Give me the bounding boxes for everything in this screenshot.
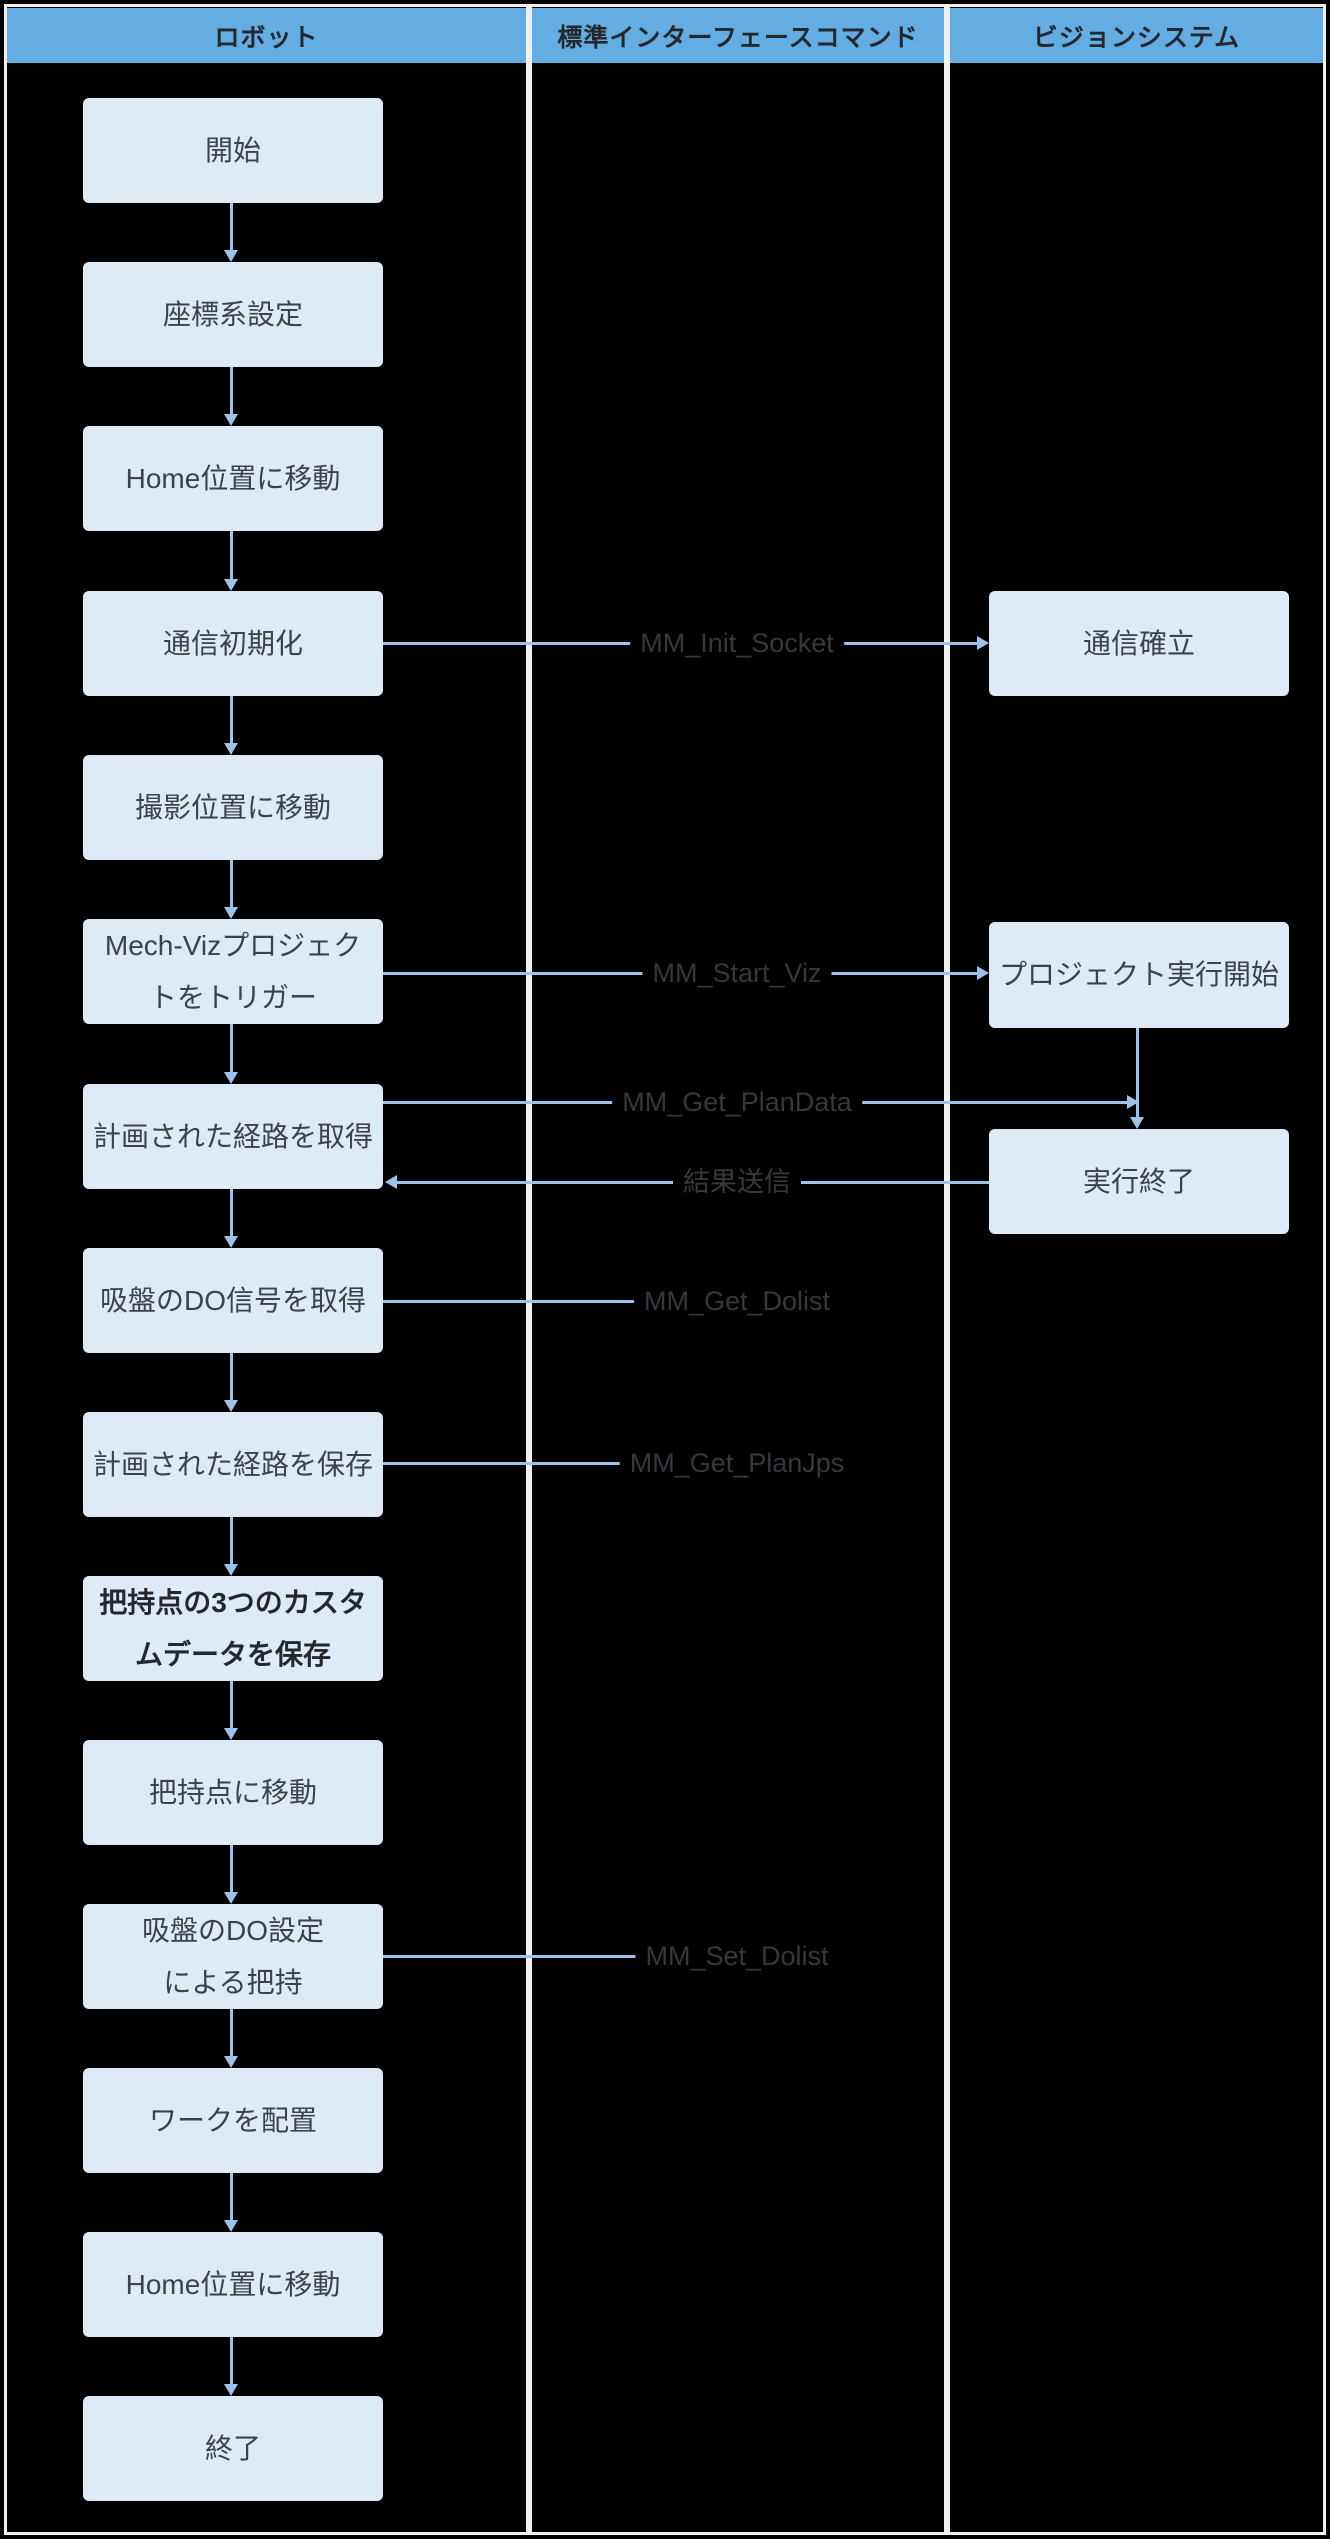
node-get-do-signal: 吸盤のDO信号を取得 [83, 1248, 383, 1353]
command-label-start-viz: MM_Start_Viz [642, 956, 832, 990]
arrow-down-icon [224, 2337, 238, 2396]
arrow-down-icon [224, 367, 238, 426]
arrow-down-icon [224, 531, 238, 591]
lane-header-commands: 標準インターフェースコマンド [532, 8, 944, 63]
lane-header-robot: ロボット [7, 8, 526, 63]
node-comm-established: 通信確立 [989, 591, 1289, 696]
command-label-set-dolist: MM_Set_Dolist [635, 1939, 839, 1973]
arrow-down-icon [224, 1189, 238, 1248]
arrow-down-icon [224, 1681, 238, 1740]
arrow-down-icon [224, 2173, 238, 2232]
arrow-down-icon [224, 1024, 238, 1084]
arrow-down-icon [224, 696, 238, 755]
arrow-down-icon [224, 1517, 238, 1576]
node-init-communication: 通信初期化 [83, 591, 383, 696]
lane-header-vision: ビジョンシステム [950, 8, 1323, 63]
node-execution-end: 実行終了 [989, 1129, 1289, 1234]
command-label-get-dolist: MM_Get_Dolist [633, 1284, 841, 1318]
node-set-coordinate-system: 座標系設定 [83, 262, 383, 367]
node-project-start: プロジェクト実行開始 [989, 922, 1289, 1028]
lane-divider [944, 7, 950, 2532]
node-get-planned-path: 計画された経路を取得 [83, 1084, 383, 1189]
outer-frame [4, 4, 1326, 2535]
node-move-home-2: Home位置に移動 [83, 2232, 383, 2337]
node-end: 終了 [83, 2396, 383, 2501]
line-get-planjps [383, 1462, 640, 1465]
arrow-down-icon [224, 203, 238, 262]
node-save-planned-path: 計画された経路を保存 [83, 1412, 383, 1517]
node-move-capture-position: 撮影位置に移動 [83, 755, 383, 860]
command-label-send-result: 結果送信 [673, 1165, 801, 1199]
arrow-down-icon [1130, 1028, 1144, 1129]
line-get-dolist [383, 1300, 640, 1303]
lane-divider [526, 7, 532, 2532]
node-start: 開始 [83, 98, 383, 203]
arrow-down-icon [224, 2009, 238, 2068]
command-label-get-planjps: MM_Get_PlanJps [619, 1446, 855, 1480]
node-move-grasp-point: 把持点に移動 [83, 1740, 383, 1845]
command-label-init-socket: MM_Init_Socket [630, 626, 844, 660]
line-set-dolist [383, 1955, 640, 1958]
node-move-home-1: Home位置に移動 [83, 426, 383, 531]
node-grasp-by-do: 吸盤のDO設定 による把持 [83, 1904, 383, 2009]
arrow-down-icon [224, 1353, 238, 1412]
node-save-custom-data: 把持点の3つのカスタ ムデータを保存 [83, 1576, 383, 1681]
arrow-down-icon [224, 860, 238, 919]
node-trigger-mechviz: Mech-Vizプロジェク トをトリガー [83, 919, 383, 1024]
arrow-down-icon [224, 1845, 238, 1904]
node-place-workpiece: ワークを配置 [83, 2068, 383, 2173]
command-label-get-plandata: MM_Get_PlanData [612, 1085, 862, 1119]
